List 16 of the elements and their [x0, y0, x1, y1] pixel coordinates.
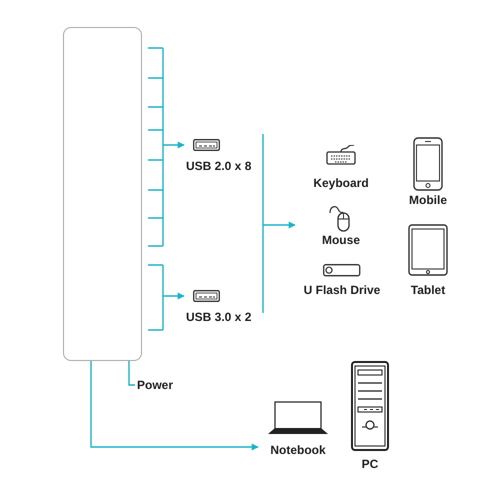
arrow — [262, 133, 296, 314]
device-label: Mouse — [320, 233, 361, 247]
device-label: PC — [360, 457, 380, 471]
connector-line — [128, 361, 135, 386]
device-label: Power — [137, 378, 174, 392]
arrow — [90, 361, 259, 450]
device-label: Notebook — [269, 443, 327, 457]
arrow — [147, 264, 185, 331]
device-label: U Flash Drive — [302, 283, 382, 297]
device-label: USB 3.0 x 2 — [186, 310, 252, 324]
arrow — [147, 47, 185, 247]
device-label: Tablet — [410, 283, 446, 297]
device-label: USB 2.0 x 8 — [186, 159, 252, 173]
hub-box — [63, 27, 142, 361]
device-label: Mobile — [408, 193, 448, 207]
device-label: Keyboard — [312, 176, 370, 190]
